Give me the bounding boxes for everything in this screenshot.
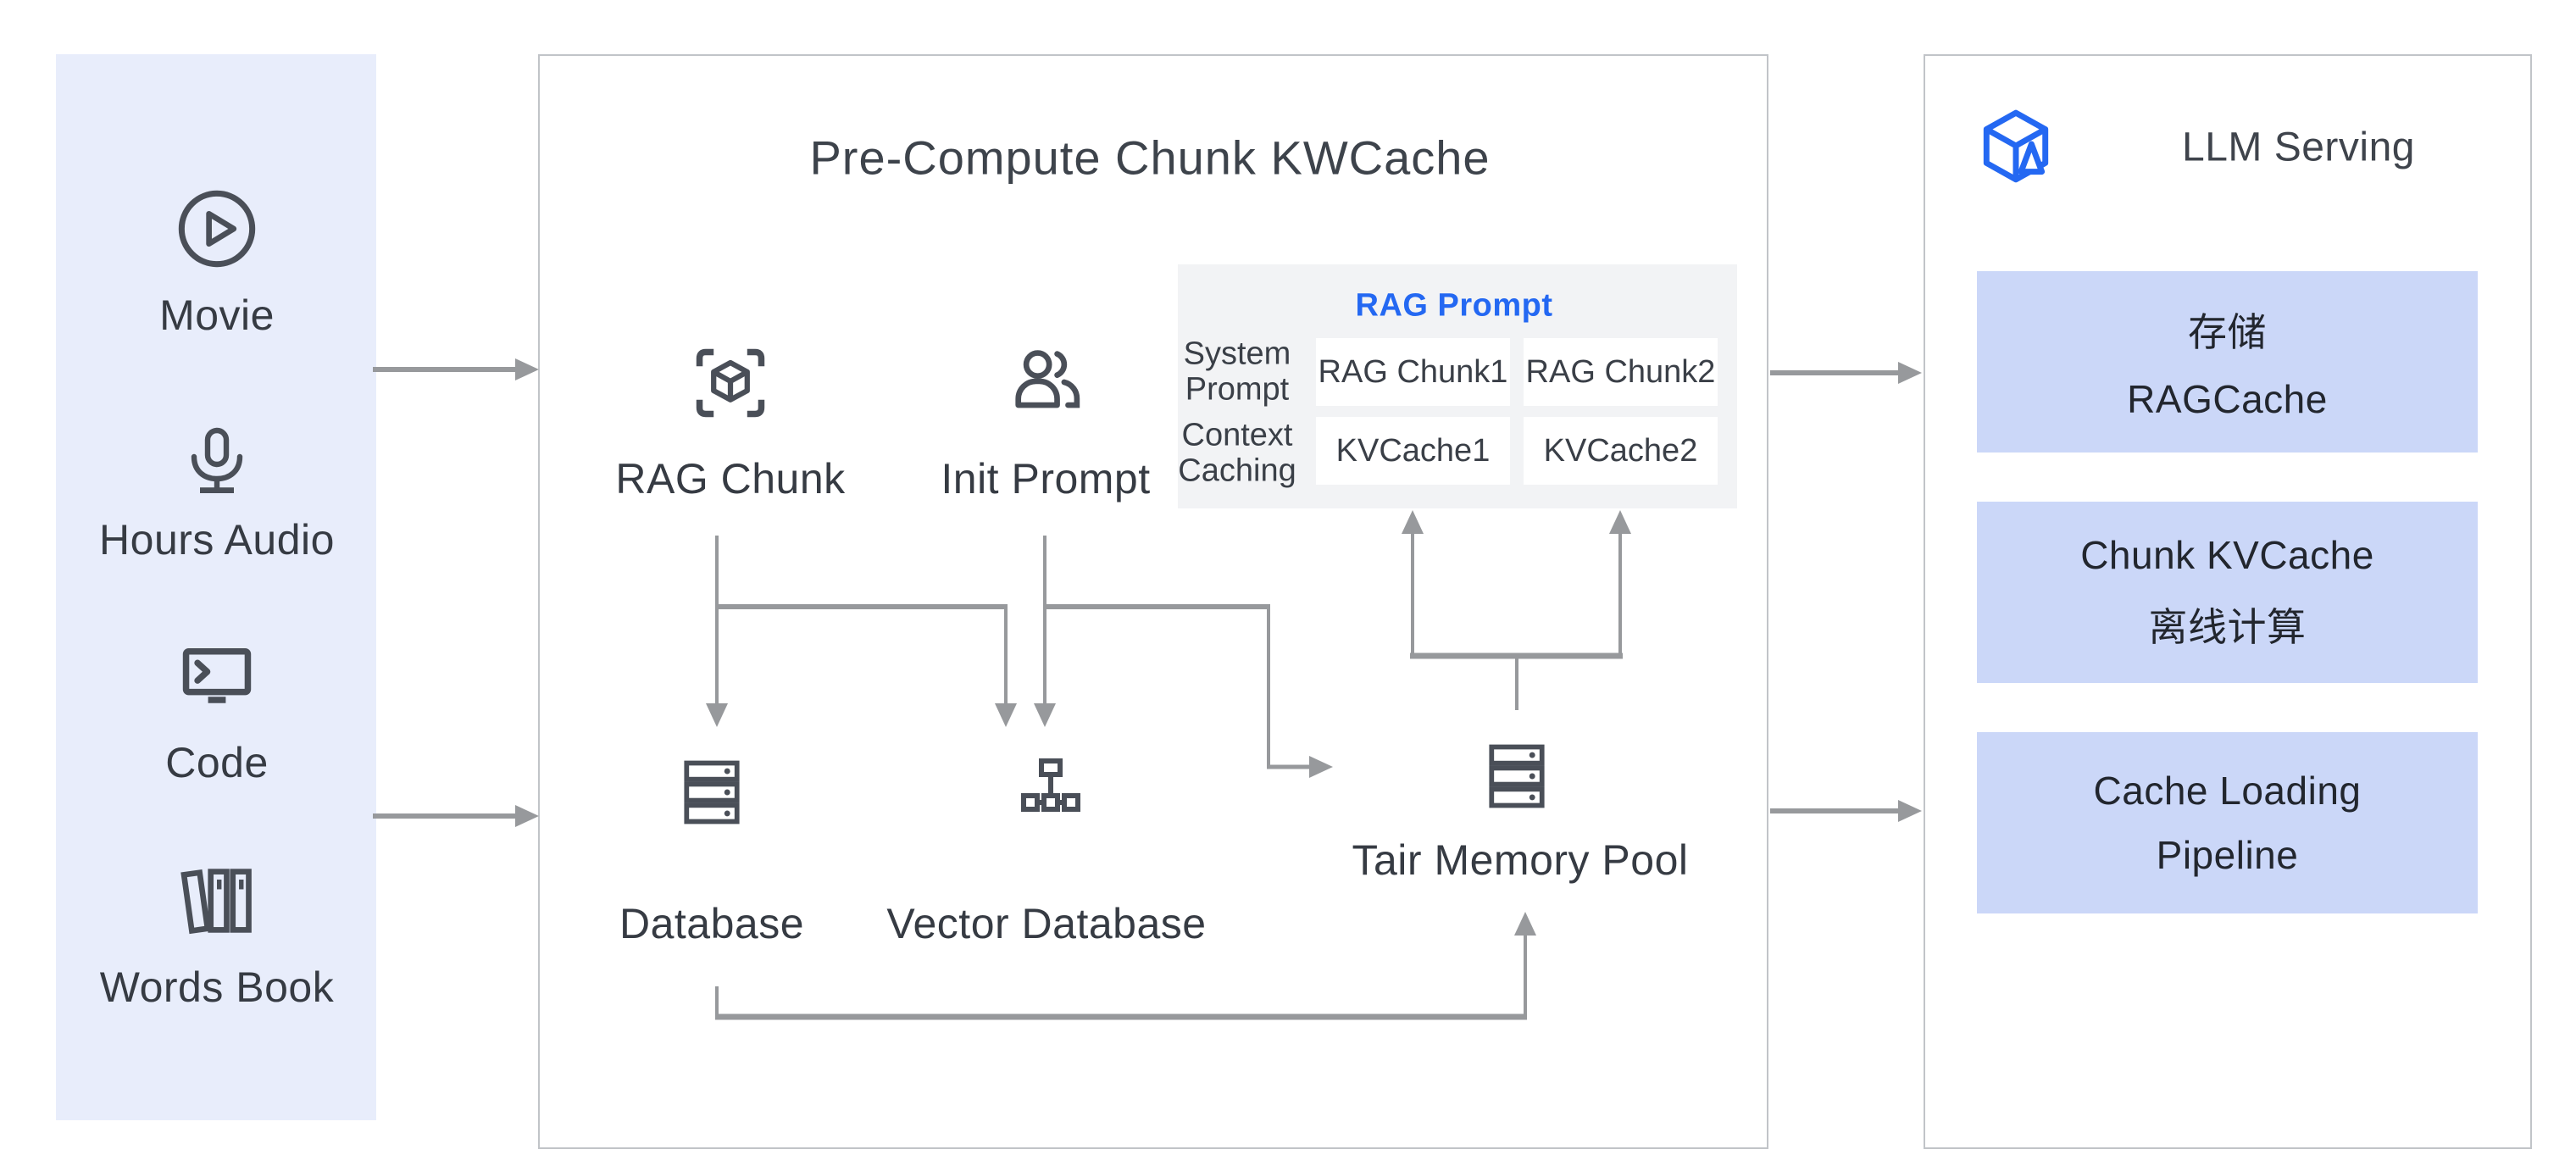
precompute-box: [538, 54, 1768, 1149]
serving-box-ragcache: 存储 RAGCache: [1977, 271, 2478, 453]
serving-box-line: 存储: [2188, 310, 2267, 354]
llm-serving-logo-icon: [1974, 105, 2057, 188]
play-circle-icon: [175, 186, 259, 271]
cube-scan-icon: [688, 341, 773, 425]
row-label-prompt: Prompt: [1185, 371, 1290, 408]
cell-rag-chunk1: RAG Chunk1: [1316, 338, 1510, 406]
arrow-precompute-to-serving-bottom: [1770, 800, 1922, 822]
cluster-tree-icon: [1010, 752, 1091, 833]
node-vector-database: Vector Database: [886, 900, 1207, 947]
arrow-precompute-to-serving-top: [1770, 362, 1922, 384]
sidebar-item-movie: Movie: [159, 292, 275, 339]
data-sources-sidebar: [56, 54, 376, 1120]
row-label-caching: Caching: [1178, 453, 1296, 489]
node-database: Database: [619, 900, 805, 947]
serving-box-line: Cache Loading: [2093, 769, 2362, 813]
serving-box-line: Chunk KVCache: [2080, 533, 2374, 577]
row-label-context: Context: [1181, 417, 1293, 453]
cell-rag-chunk2: RAG Chunk2: [1524, 338, 1718, 406]
rag-prompt-title: RAG Prompt: [1355, 287, 1553, 324]
serving-box-line: 离线计算: [2148, 605, 2307, 649]
node-init-prompt: Init Prompt: [941, 455, 1151, 502]
node-rag-chunk: RAG Chunk: [615, 455, 846, 502]
books-icon: [175, 858, 259, 943]
node-tair-memory-pool: Tair Memory Pool: [1352, 836, 1689, 884]
precompute-title: Pre-Compute Chunk KWCache: [809, 130, 1491, 185]
server-stack-icon: [1478, 737, 1556, 815]
arrow-sidebar-to-precompute-bottom: [373, 805, 539, 827]
sidebar-item-hours-audio: Hours Audio: [99, 516, 335, 564]
server-stack-icon: [673, 753, 751, 831]
cell-kvcache1: KVCache1: [1316, 417, 1510, 485]
row-label-system: System: [1183, 336, 1291, 372]
llm-serving-title: LLM Serving: [2182, 125, 2415, 170]
microphone-icon: [176, 421, 258, 502]
arrow-sidebar-to-precompute-top: [373, 358, 539, 380]
serving-box-cache-loading: Cache Loading Pipeline: [1977, 732, 2478, 913]
serving-box-line: Pipeline: [2156, 833, 2299, 877]
serving-box-line: RAGCache: [2127, 377, 2328, 421]
people-icon: [1003, 341, 1088, 425]
code-display-icon: [175, 636, 259, 720]
cell-kvcache2: KVCache2: [1524, 417, 1718, 485]
sidebar-item-words-book: Words Book: [99, 963, 335, 1011]
sidebar-item-code: Code: [165, 739, 269, 786]
serving-box-chunk-kvcache: Chunk KVCache 离线计算: [1977, 502, 2478, 683]
